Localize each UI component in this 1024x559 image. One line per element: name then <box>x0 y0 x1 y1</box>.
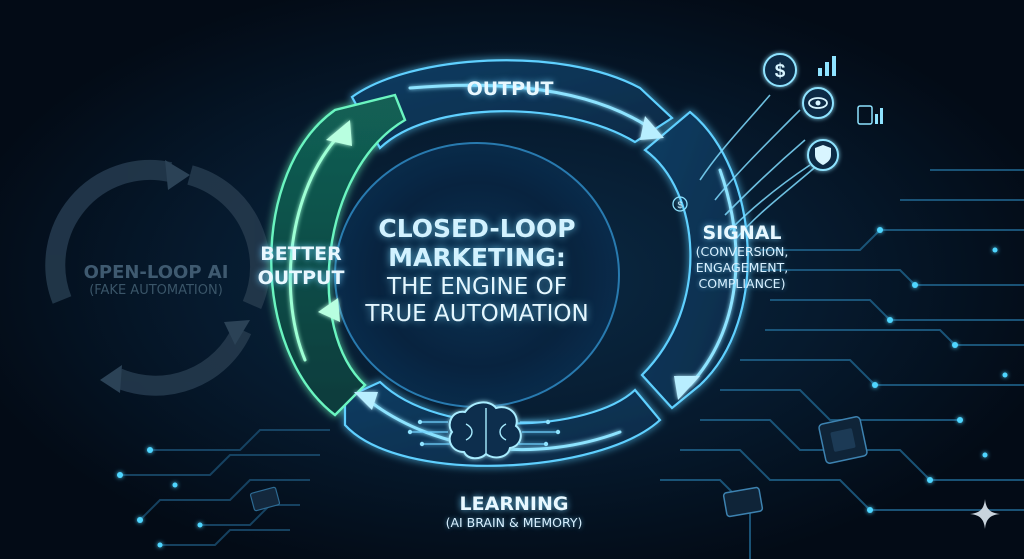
signal-detail-line-1: (CONVERSION, <box>695 244 789 259</box>
sparkle-icon <box>970 499 1000 529</box>
better-output-line-2: OUTPUT <box>257 267 345 289</box>
output-label: OUTPUT <box>466 78 554 100</box>
circuit-traces-right <box>660 169 1024 559</box>
center-title-line-2: MARKETING: <box>388 243 566 272</box>
signal-detail-line-2: ENGAGEMENT, <box>695 260 789 275</box>
dollar-icon: $ <box>763 53 797 87</box>
document-chart-icon <box>857 105 883 125</box>
circuit-nodes-left <box>117 447 203 548</box>
center-subtitle-line-1: THE ENGINE OF <box>387 274 567 300</box>
circuit-nodes-right <box>867 227 1008 513</box>
open-loop-ring <box>45 160 271 396</box>
open-loop-arrowheads <box>100 160 250 393</box>
better-output-label: BETTER OUTPUT <box>246 242 356 290</box>
learning-label-group: LEARNING (AI BRAIN & MEMORY) <box>402 493 626 531</box>
flow-arrowheads <box>318 116 700 410</box>
shield-icon <box>807 139 839 171</box>
center-title-line-1: CLOSED-LOOP <box>378 214 576 243</box>
svg-text:$: $ <box>775 61 786 82</box>
signal-label: SIGNAL <box>702 222 782 244</box>
brain-trace-nodes <box>407 419 561 447</box>
chip-pins-icon <box>249 486 281 512</box>
center-title: CLOSED-LOOP MARKETING: <box>312 214 642 272</box>
segment-output <box>350 59 674 150</box>
eye-icon <box>802 87 834 119</box>
center-subtitle-line-2: TRUE AUTOMATION <box>365 301 589 327</box>
open-loop-label-group: OPEN-LOOP AI (FAKE AUTOMATION) <box>66 262 246 298</box>
brain-icon <box>410 401 558 460</box>
microchip-small-icon <box>722 486 764 518</box>
center-subtitle: THE ENGINE OF TRUE AUTOMATION <box>312 274 642 328</box>
signal-detail-line-3: COMPLIANCE) <box>698 276 786 291</box>
better-output-line-1: BETTER <box>260 243 342 265</box>
learning-label: LEARNING <box>459 493 569 515</box>
open-loop-detail: (FAKE AUTOMATION) <box>89 283 223 298</box>
learning-detail: (AI BRAIN & MEMORY) <box>445 515 583 530</box>
dollar-small-icon: $ <box>672 196 688 212</box>
bar-chart-icon <box>818 56 836 76</box>
signal-label-group: SIGNAL (CONVERSION, ENGAGEMENT, COMPLIAN… <box>682 222 802 292</box>
microchip-icon <box>818 416 868 464</box>
circuit-traces-left <box>120 429 330 546</box>
svg-text:$: $ <box>677 200 682 210</box>
open-loop-label: OPEN-LOOP AI <box>83 262 229 283</box>
